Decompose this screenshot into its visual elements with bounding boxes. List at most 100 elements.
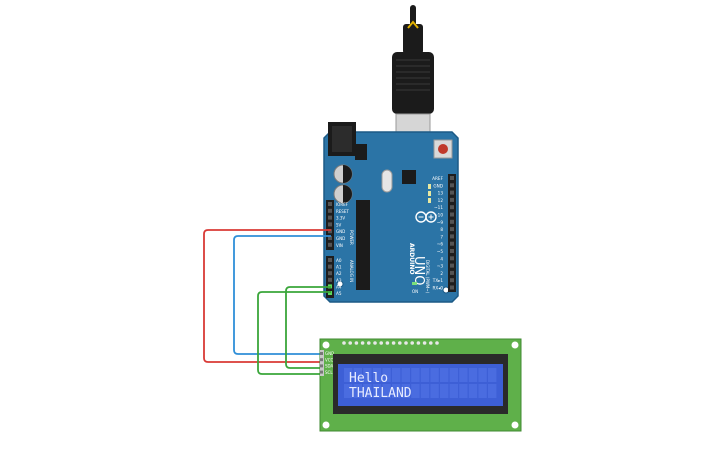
power-pin[interactable]: [328, 236, 332, 240]
lcd-i2c-pin[interactable]: [320, 358, 323, 362]
lcd-cell: [430, 384, 439, 398]
analog-pin[interactable]: [328, 258, 332, 262]
wire-a4-sda[interactable]: [285, 286, 331, 369]
lcd-pad: [367, 341, 371, 345]
lcd-cell: [430, 368, 439, 382]
power-pin[interactable]: [328, 222, 332, 227]
digital-pin[interactable]: [450, 183, 454, 188]
lcd-i2c-pin[interactable]: [320, 370, 323, 374]
lcd-cell: [478, 368, 487, 382]
voltage-regulator: [355, 144, 367, 160]
lcd-cell: [440, 368, 449, 382]
digital-pin[interactable]: [450, 234, 454, 239]
analog-pin[interactable]: [328, 277, 332, 282]
digital-pin-label: TX▸1: [432, 278, 444, 283]
digital-pin[interactable]: [450, 278, 454, 283]
usb-chip: [402, 170, 416, 184]
lcd-parallel-pads: [342, 341, 439, 345]
lcd-pad: [416, 341, 421, 345]
lcd-line-1: Hello: [349, 371, 388, 386]
reset-button[interactable]: [433, 139, 453, 159]
digital-pin-labels: AREFGND1312~11~10~987~6~54~32TX▸1RX◂0DIG…: [425, 176, 444, 294]
digital-pin[interactable]: [450, 263, 454, 268]
analog-pin[interactable]: [328, 264, 332, 269]
wires[interactable]: [203, 229, 331, 375]
power-pin-label: 5V: [336, 222, 342, 227]
lcd-pad: [373, 341, 377, 345]
lcd-pin-label: SDA: [325, 364, 334, 369]
digital-pin-header[interactable]: [448, 174, 456, 292]
power-pin-label: RESET: [336, 209, 349, 214]
usb-cable[interactable]: [392, 5, 434, 157]
lcd-cell: [488, 384, 497, 398]
wire-a5-scl[interactable]: [257, 291, 331, 375]
lcd-pad: [410, 341, 415, 345]
lcd-cell: [468, 384, 478, 398]
power-pin[interactable]: [328, 208, 332, 213]
dc-power-jack[interactable]: [328, 122, 356, 156]
digital-pin-label: ~5: [437, 249, 444, 254]
lcd-pad: [429, 341, 433, 345]
lcd-cell: [411, 384, 420, 398]
digital-pin[interactable]: [450, 270, 454, 275]
arduino-uno-board[interactable]: ARDUINO UNO ON AREFGND1312~11~10~987~6~5…: [323, 122, 459, 303]
digital-pin[interactable]: [450, 256, 454, 261]
lcd-cell: [459, 368, 468, 382]
digital-pin[interactable]: [450, 212, 454, 217]
lcd-cell: [344, 368, 353, 382]
digital-pin[interactable]: [450, 197, 454, 202]
digital-pin[interactable]: [450, 249, 454, 253]
lcd-i2c-pin[interactable]: [320, 352, 323, 355]
lcd-cell: [420, 368, 430, 382]
power-pin[interactable]: [328, 242, 332, 247]
digital-pin-label: GND: [433, 183, 443, 188]
digital-pin-label: ~11: [434, 205, 443, 210]
digital-pin-label: RX◂0: [432, 286, 443, 291]
digital-pin-label: 4: [440, 256, 443, 261]
analog-pin-label: A0: [336, 258, 342, 263]
lcd-cell: [353, 384, 362, 398]
digital-pin[interactable]: [450, 176, 454, 180]
analog-pin[interactable]: [328, 291, 332, 295]
lcd-pad: [398, 341, 402, 345]
lcd-cell: [420, 384, 430, 398]
lcd-cell: [440, 384, 449, 398]
power-pin-label: IOREF: [336, 202, 349, 207]
lcd-i2c-pins[interactable]: [320, 350, 324, 376]
analog-pin[interactable]: [328, 271, 332, 276]
on-led-label: ON: [412, 289, 418, 294]
lcd-cell: [449, 368, 458, 382]
lcd-cell: [372, 368, 382, 382]
power-pin[interactable]: [328, 215, 332, 220]
digital-pin[interactable]: [450, 241, 454, 246]
digital-pin[interactable]: [450, 227, 454, 232]
digital-pin[interactable]: [450, 219, 454, 224]
digital-pin-label: 13: [438, 191, 444, 196]
arduino-brand-label: ARDUINO: [408, 243, 415, 274]
lcd-character-cells: [344, 368, 497, 398]
digital-pin[interactable]: [450, 285, 454, 290]
power-pin[interactable]: [328, 229, 332, 234]
capacitor-icon: [333, 164, 353, 204]
lcd-i2c-pin[interactable]: [320, 364, 323, 368]
digital-pin[interactable]: [450, 205, 454, 210]
power-pin[interactable]: [328, 202, 332, 206]
board-model-label: UNO: [411, 256, 426, 285]
lcd-cell: [488, 368, 497, 382]
microcontroller-chip: [356, 200, 370, 290]
wire-5v-vcc[interactable]: [203, 229, 331, 363]
lcd-line-2: THAILAND: [349, 386, 412, 401]
lcd-cell: [382, 384, 391, 398]
digital-pin-label: 8: [440, 227, 443, 232]
power-pin-header[interactable]: [326, 200, 334, 250]
digital-pin[interactable]: [450, 190, 454, 195]
wire-gnd-gnd[interactable]: [233, 235, 331, 355]
digital-pin-label: 12: [438, 198, 444, 203]
lcd-cell: [372, 384, 382, 398]
power-pin-label: VIN: [336, 243, 343, 248]
lcd-pad: [379, 341, 384, 345]
arduino-logo-icon: [415, 211, 437, 223]
